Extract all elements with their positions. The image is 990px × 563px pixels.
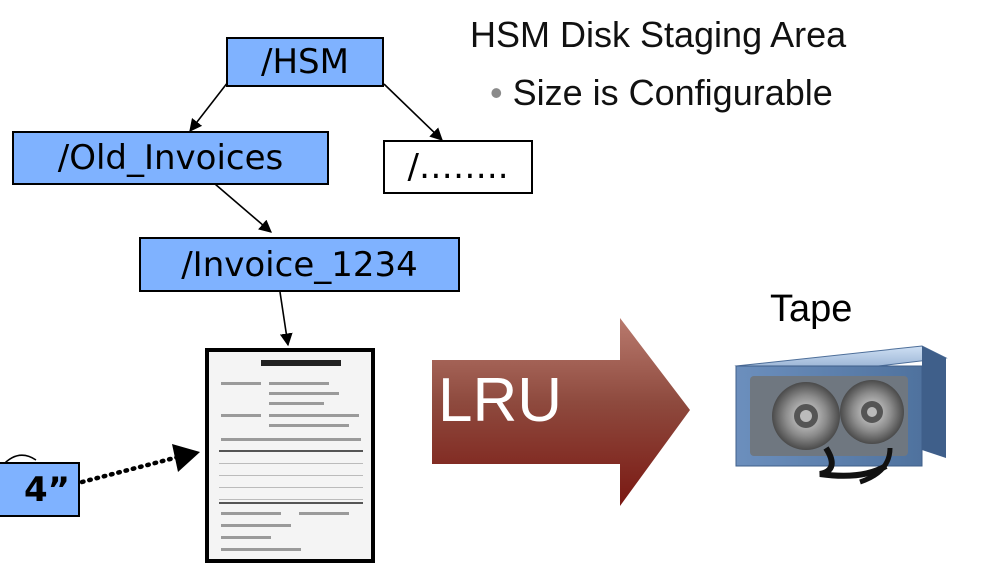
invoice-document-icon (205, 348, 375, 563)
doc-heading-line (261, 360, 341, 366)
node-hsm-label: /HSM (261, 42, 349, 82)
node-old-invoices-label: /Old_Invoices (57, 138, 284, 178)
link-hsm-to-other (383, 83, 443, 141)
node-other-label: /…….. (407, 147, 509, 187)
staging-bullet: •Size is Configurable (490, 72, 833, 114)
tape-icon (734, 345, 948, 485)
file-label-box: 4” (0, 462, 80, 517)
doc-table (219, 450, 363, 504)
node-invoice: /Invoice_1234 (139, 237, 460, 292)
lru-arrow (432, 318, 690, 506)
dotted-pointer-head (172, 444, 200, 472)
staging-title: HSM Disk Staging Area (470, 14, 847, 55)
node-invoice-label: /Invoice_1234 (181, 244, 418, 285)
dotted-pointer (79, 453, 185, 485)
bullet-dot-icon: • (490, 72, 503, 113)
lru-label: LRU (438, 366, 563, 435)
tape-label: Tape (770, 288, 853, 330)
link-old-invoices-to-invoice (214, 183, 272, 233)
file-label-text: 4” (23, 469, 70, 510)
node-other: /…….. (383, 140, 533, 194)
node-hsm: /HSM (226, 37, 384, 87)
node-old-invoices: /Old_Invoices (12, 131, 329, 185)
staging-bullet-text: Size is Configurable (512, 72, 833, 113)
link-invoice-to-document (279, 291, 293, 347)
link-hsm-to-old-invoices (189, 81, 229, 133)
